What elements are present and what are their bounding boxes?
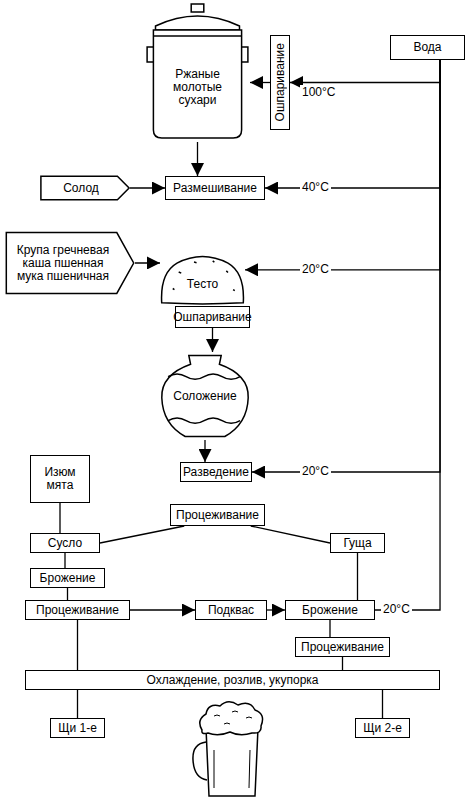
process-band: Охлаждение, розлив, укупорка [25,670,440,690]
flow-connector [357,553,358,600]
input-box: Солод [40,176,130,200]
output-box: Щи 2-е [355,718,410,738]
foam-texture [214,711,252,724]
product-box: Гуща [330,533,385,553]
outline-path [41,176,129,200]
outline-path [6,233,133,294]
flow-connector [250,82,270,83]
flow-connector [329,620,330,637]
flow-connector [212,328,213,352]
node-text: Тесто [187,278,218,291]
temperature-label: 100°C [300,85,338,99]
flow-connector [382,690,383,718]
flow-connector [64,553,65,568]
flow-connector [197,142,198,176]
node-text: Крупа гречневая каша пшенная мука пшенич… [9,244,117,283]
flow-connector [267,609,285,610]
mug-shading [214,750,250,788]
input-box: Изюм мята [30,455,90,503]
node-text: Вода [413,41,441,54]
clay-pot: Соложение [160,352,250,440]
flow-connector [342,657,343,670]
temperature-label: 20°C [300,464,331,478]
node-text: Ржаные молотые сухари [155,68,240,107]
mug-illustration [193,702,263,796]
process-box: Ошпаривание [270,35,290,130]
pot-illustration: Ржаные молотые сухари [145,2,250,142]
node-text: Охлаждение, розлив, укупорка [147,674,319,687]
outline-path [242,47,248,62]
flow-connector [59,503,60,533]
dough-shape: Тесто [160,250,245,305]
outline-path [153,35,241,37]
node-text: Соложение [173,390,236,403]
outline-path [147,47,153,62]
mug-foam [200,702,263,735]
water-line [265,60,440,188]
flow-connector [77,620,78,670]
flow-connector [77,690,78,718]
process-box: Брожение [30,568,105,588]
node-text: Щи 1-е [58,722,97,735]
source-box: Вода [390,35,465,60]
node-text: Ошпаривание [173,311,251,324]
process-box: Брожение [285,600,375,620]
node-text: Размешивание [173,182,257,195]
flow-connector [67,588,68,600]
process-box: Разведение [180,462,252,482]
node-text: Щи 2-е [363,722,402,735]
node-text: Процеживание [176,509,259,522]
mug-handle [193,742,207,780]
outline-path [168,418,240,423]
node-text: Подквас [208,604,254,617]
process-box: Процеживание [295,637,390,657]
outline-path [173,261,235,291]
node-text: Ошпаривание [274,43,287,121]
flow-connector [135,262,160,263]
process-box: Процеживание [170,504,265,526]
node-text: Брожение [302,604,358,617]
outline-path [156,16,240,30]
outline-path [162,257,244,304]
temperature-label: 20°C [300,262,331,276]
node-text: Сусло [48,537,82,550]
node-text: Разведение [183,466,249,479]
temperature-label: 20°C [381,602,412,616]
input-box: Крупа гречневая каша пшенная мука пшенич… [5,232,135,294]
outline-path [191,4,204,12]
water-line [290,60,440,83]
node-text: Брожение [40,572,96,585]
process-box: Размешивание [165,176,265,200]
product-box: Подквас [195,600,267,620]
outline-path [168,374,240,379]
node-text: Изюм мята [34,466,86,492]
outline-path [153,30,241,138]
node-text: Процеживание [36,604,119,617]
flow-connector [130,609,195,610]
flow-connector [204,440,205,462]
node-text: Гуща [343,537,371,550]
outline-path [162,356,248,437]
mug-body [206,728,258,796]
node-text: Процеживание [301,641,384,654]
node-text: Солод [63,182,99,195]
product-box: Сусло [30,533,100,553]
flow-connector [251,526,330,543]
water-line [375,60,440,610]
flow-connector [100,526,184,543]
temperature-label: 40°C [300,180,331,194]
process-box: Процеживание [25,600,130,620]
flow-connector [130,187,165,188]
output-box: Щи 1-е [50,718,105,738]
process-box: Ошпаривание [175,306,250,328]
